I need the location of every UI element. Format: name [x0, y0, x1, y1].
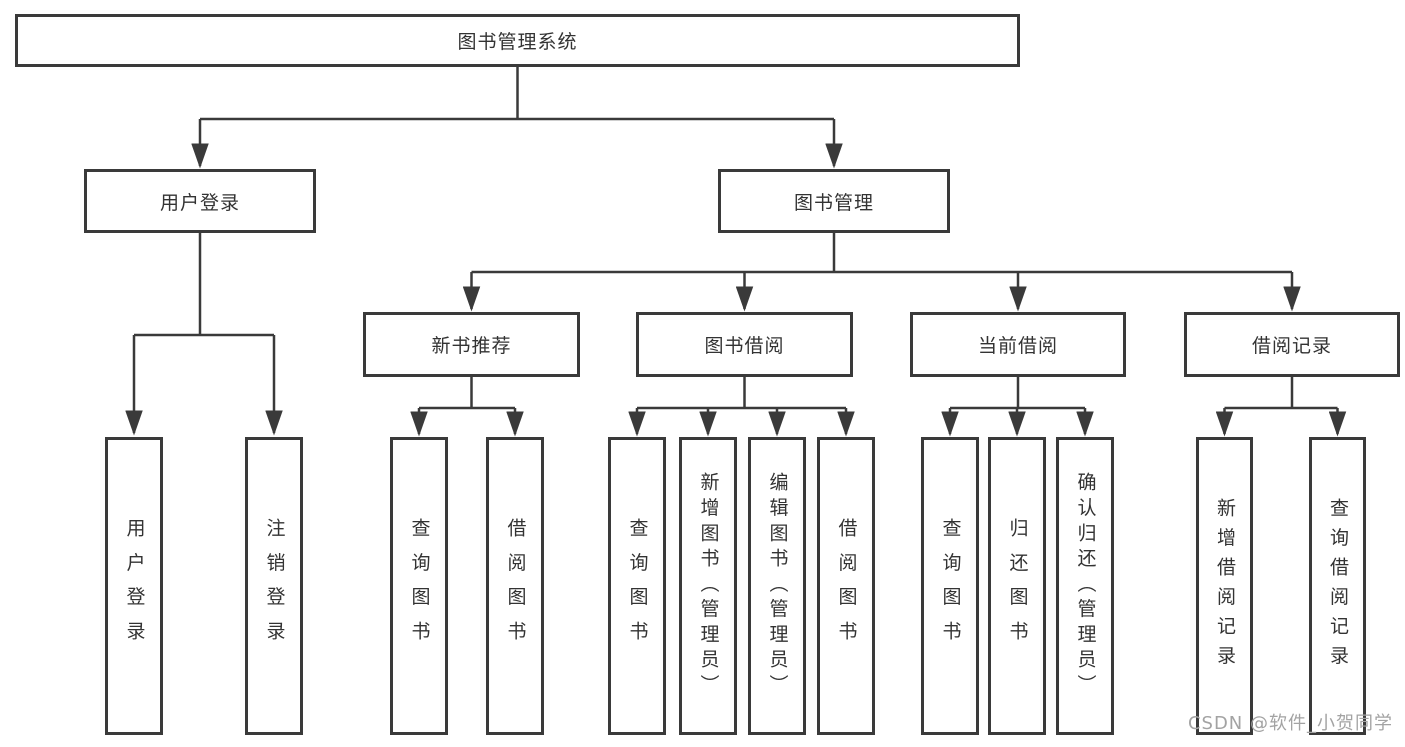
node-label: 归还图书 — [1006, 517, 1029, 655]
node-label: 借阅图书 — [504, 517, 527, 655]
node-current-borrowing: 当前借阅 — [910, 312, 1126, 377]
node-label: 查询图书 — [939, 517, 962, 655]
node-label: 借阅记录 — [1251, 335, 1332, 357]
node-borrowing-records: 借阅记录 — [1184, 312, 1400, 377]
leaf-query-books-current: 查询图书 — [921, 437, 979, 735]
node-label: 新书推荐 — [431, 335, 512, 357]
node-label: 借阅图书 — [835, 517, 858, 655]
node-label: 新增借阅记录 — [1214, 497, 1236, 675]
leaf-add-borrow-record: 新增借阅记录 — [1196, 437, 1253, 735]
node-label: 注销登录 — [263, 517, 286, 655]
node-book-management-branch: 图书管理 — [718, 169, 950, 233]
node-label: 图书借阅 — [704, 335, 785, 357]
connector-arrows — [125, 119, 1347, 437]
node-label: 用户登录 — [159, 191, 240, 214]
leaf-edit-books-admin: 编辑图书（管理员） — [748, 437, 806, 735]
node-label: 查询图书 — [408, 517, 431, 655]
node-new-book-recommend: 新书推荐 — [363, 312, 580, 377]
node-library-system-root: 图书管理系统 — [15, 14, 1020, 67]
connector-group — [125, 67, 1347, 437]
leaf-borrow-books: 借阅图书 — [817, 437, 875, 735]
leaf-query-books-recommend: 查询图书 — [390, 437, 448, 735]
node-label: 查询借阅记录 — [1327, 497, 1349, 675]
node-label: 图书管理 — [793, 191, 874, 214]
leaf-confirm-return-admin: 确认归还（管理员） — [1056, 437, 1114, 735]
leaf-logout: 注销登录 — [245, 437, 303, 735]
node-label: 用户登录 — [123, 517, 146, 655]
node-book-borrowing: 图书借阅 — [636, 312, 853, 377]
node-label: 新增图书（管理员） — [697, 472, 720, 700]
node-label: 当前借阅 — [977, 335, 1058, 357]
leaf-add-books-admin: 新增图书（管理员） — [679, 437, 737, 735]
node-label: 图书管理系统 — [457, 31, 578, 53]
connector-trunks — [134, 67, 1338, 410]
leaf-query-books-borrowing: 查询图书 — [608, 437, 666, 735]
node-label: 确认归还（管理员） — [1074, 472, 1097, 700]
node-user-login-branch: 用户登录 — [84, 169, 316, 233]
leaf-return-books: 归还图书 — [988, 437, 1046, 735]
node-label: 查询图书 — [626, 517, 649, 655]
leaf-borrow-books-recommend: 借阅图书 — [486, 437, 544, 735]
leaf-query-borrow-record: 查询借阅记录 — [1309, 437, 1366, 735]
leaf-user-login: 用户登录 — [105, 437, 163, 735]
node-label: 编辑图书（管理员） — [766, 472, 789, 700]
csdn-watermark: CSDN @软件_小贺同学 — [1187, 713, 1393, 734]
